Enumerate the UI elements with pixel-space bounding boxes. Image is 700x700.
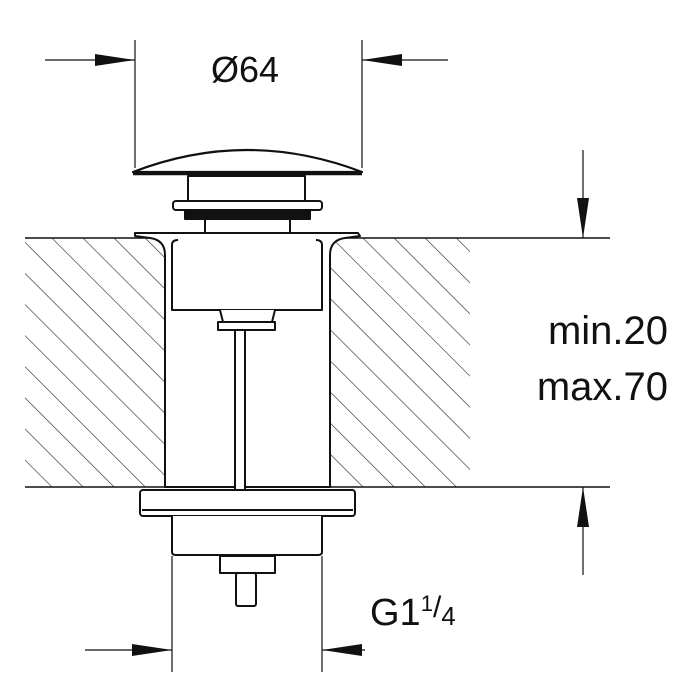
arrow-right-icon: [132, 644, 172, 656]
bottom-nut: [139, 489, 356, 607]
arrow-left-icon: [322, 644, 362, 656]
waste-body: [134, 232, 361, 491]
min-thickness-label: min.20: [548, 309, 668, 353]
thread-denominator: 4: [441, 601, 455, 631]
max-thickness-label: max.70: [537, 365, 668, 409]
arrow-up-icon: [577, 487, 589, 527]
diameter-label: Ø64: [211, 49, 279, 90]
arrow-right-icon: [95, 54, 135, 66]
thread-label: G11/4: [370, 591, 456, 634]
countertop-hatch-left: [25, 238, 165, 487]
arrow-down-icon: [577, 198, 589, 238]
thread-numerator: 1: [421, 591, 433, 616]
waste-cap: [131, 148, 364, 234]
arrow-left-icon: [362, 54, 402, 66]
thread-main: G1: [370, 592, 421, 634]
thread-slash: /: [433, 591, 442, 624]
countertop-hatch-right: [330, 238, 470, 487]
